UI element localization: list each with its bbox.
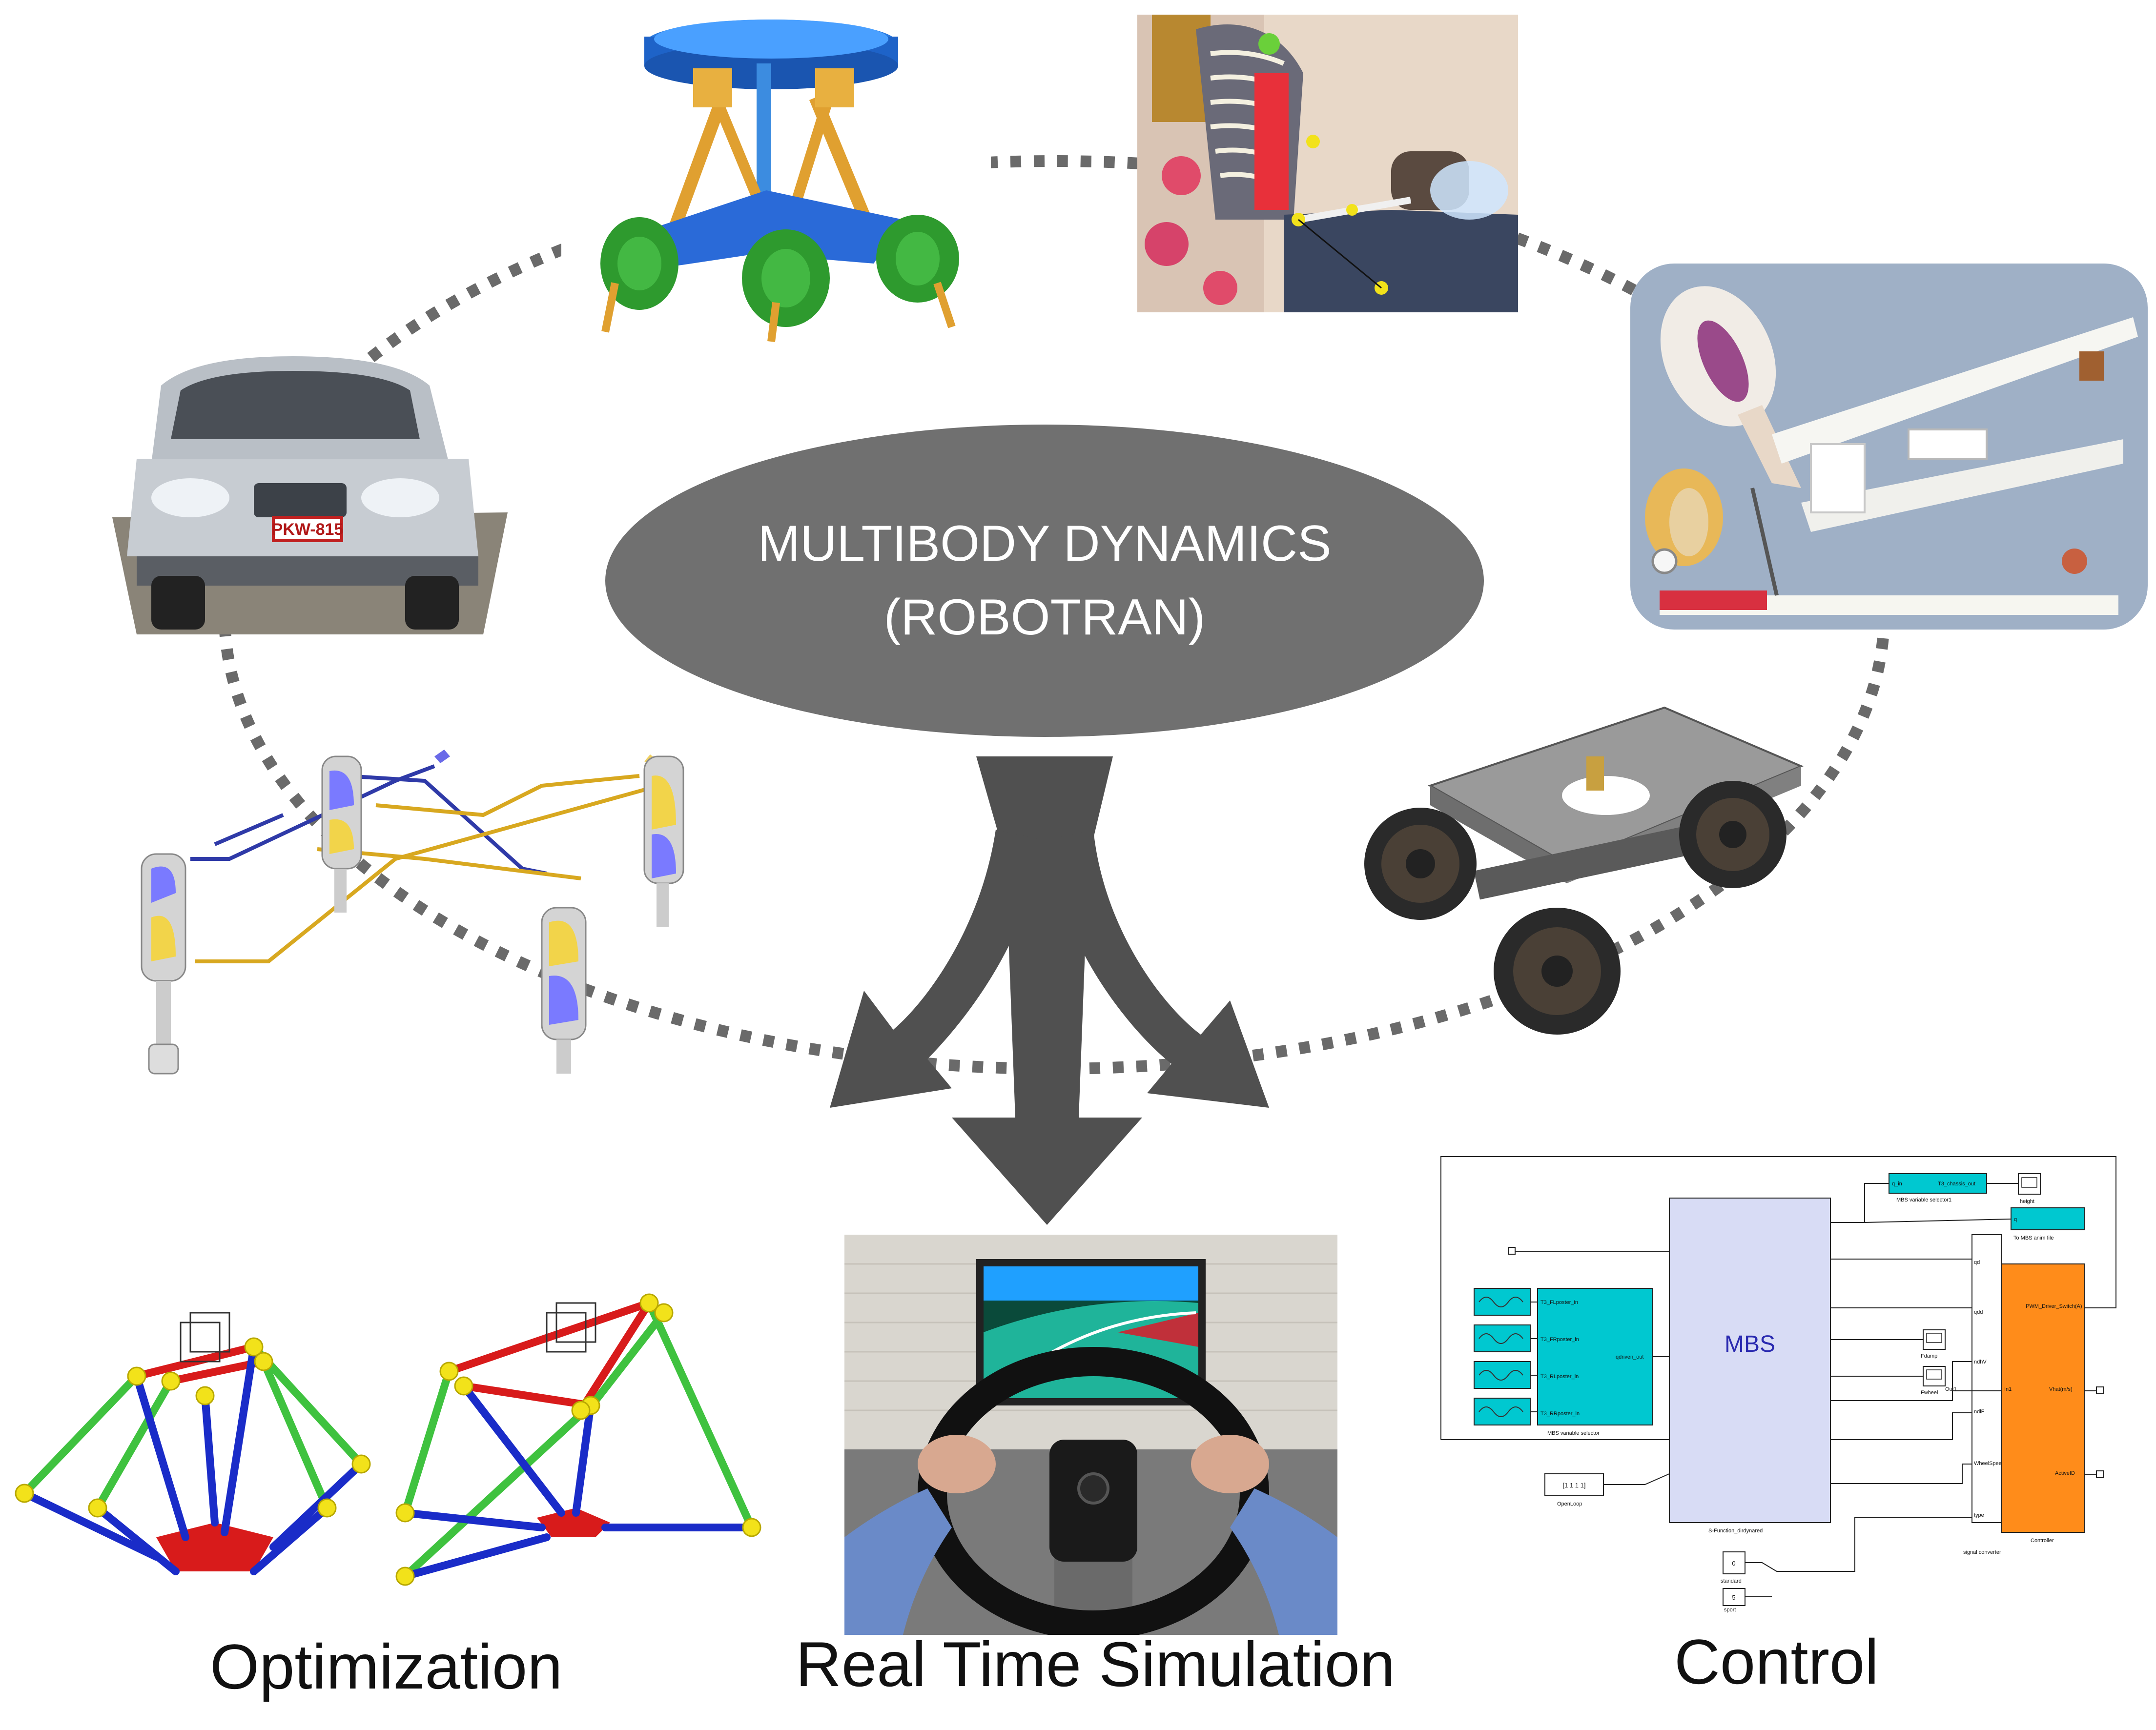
caption-optimization: Optimization: [210, 1631, 563, 1702]
selector1-input: q_in: [1892, 1181, 1902, 1187]
standard-constant: 0 standard: [1721, 1551, 1745, 1584]
standard-caption: standard: [1721, 1578, 1742, 1584]
mechanism-left: [15, 1312, 371, 1575]
height-label: height: [2020, 1199, 2034, 1204]
anim-file-block: q To MBS anim file: [2011, 1207, 2085, 1241]
biomechanics-photo: [1137, 15, 1518, 312]
center-title: MULTIBODY DYNAMICS (ROBOTRAN): [605, 429, 1484, 732]
selector1-output: T3_chassis_out: [1938, 1181, 1975, 1187]
selector-port-2: T3_FRposter_in: [1540, 1337, 1579, 1343]
sport-constant: 5 sport: [1723, 1588, 1745, 1613]
license-plate-text: PKW-815: [272, 520, 344, 539]
mechanism-right: [395, 1293, 761, 1586]
selector-port-3: T3_RLposter_in: [1540, 1374, 1579, 1380]
controller-caption: Controller: [2031, 1538, 2054, 1544]
openloop-value: [1 1 1 1]: [1563, 1482, 1586, 1489]
hydraulic-suspension-image: [141, 750, 684, 1075]
strut-4: [643, 755, 684, 927]
center-title-line2: (ROBOTRAN): [883, 589, 1206, 646]
strut-1: [141, 853, 186, 1075]
controller-input: In1: [2004, 1386, 2012, 1392]
anim-input: q: [2014, 1217, 2017, 1222]
controller-block: In1 PWM_Driver_Switch(A) Vhat(m/s) Activ…: [2001, 1263, 2085, 1544]
fdamp-scope: Fdamp: [1921, 1329, 1946, 1359]
bogie-wheel: [1494, 908, 1621, 1035]
car-photo: PKW-815: [112, 356, 508, 634]
mbs-block-label: MBS: [1725, 1331, 1775, 1357]
bogie-wheel: [1679, 781, 1786, 888]
fwheel-label: Fwheel: [1921, 1390, 1938, 1396]
converter-caption: signal converter: [1963, 1549, 2001, 1555]
mbs-block: MBS S-Function_dirdynared: [1669, 1198, 1831, 1534]
mbs-variable-selector1: q_in T3_chassis_out MBS variable selecto…: [1889, 1173, 1987, 1203]
railway-bogie-image: [1364, 706, 1804, 1035]
selector-output: qdriven_out: [1616, 1354, 1644, 1360]
selector-port-4: T3_RRposter_in: [1540, 1411, 1580, 1417]
sport-caption: sport: [1724, 1607, 1736, 1613]
anim-caption: To MBS anim file: [2013, 1235, 2054, 1241]
sine-sources: [1474, 1288, 1531, 1425]
mbs-variable-selector: T3_FLposter_in T3_FRposter_in T3_RLposte…: [1537, 1288, 1653, 1436]
controller-port-2: Vhat(m/s): [2049, 1386, 2073, 1392]
selector1-caption: MBS variable selector1: [1896, 1197, 1951, 1203]
sport-value: 5: [1732, 1594, 1735, 1601]
center-title-line1: MULTIBODY DYNAMICS: [758, 515, 1332, 572]
converter-port-2: qdd: [1974, 1309, 1983, 1315]
bogie-wheel: [1364, 808, 1477, 920]
selector-caption: MBS variable selector: [1547, 1430, 1600, 1436]
converter-port-1: qd: [1974, 1260, 1980, 1265]
fdamp-label: Fdamp: [1921, 1353, 1937, 1359]
caption-control: Control: [1674, 1626, 1879, 1697]
standard-value: 0: [1732, 1560, 1735, 1567]
converter-output: Out1: [1945, 1386, 1957, 1392]
controller-port-3: ActiveID: [2055, 1470, 2075, 1476]
controller-port-1: PWM_Driver_Switch(A): [2026, 1303, 2082, 1309]
simulink-diagram: T3_FLposter_in T3_FRposter_in T3_RLposte…: [1440, 1152, 2118, 1613]
parallel-robot-image: [561, 10, 991, 346]
optimization-mechanisms: [15, 1293, 761, 1586]
converter-port-3: ndhV: [1974, 1359, 1987, 1365]
caption-real-time-simulation: Real Time Simulation: [796, 1628, 1396, 1700]
sfunction-caption: S-Function_dirdynared: [1708, 1528, 1763, 1534]
selector-port-1: T3_FLposter_in: [1540, 1300, 1578, 1305]
license-plate: [272, 516, 343, 542]
openloop-constant: [1 1 1 1] OpenLoop: [1544, 1473, 1604, 1507]
height-scope: height: [2018, 1173, 2041, 1204]
converter-port-4: ndlF: [1974, 1409, 1985, 1415]
driving-simulator-photo: [844, 1235, 1337, 1635]
converter-port-6: type: [1974, 1512, 1984, 1518]
piano-mechanism-image: [1630, 264, 2148, 630]
openloop-caption: OpenLoop: [1557, 1501, 1582, 1507]
fwheel-scope: Fwheel: [1921, 1366, 1946, 1396]
converter-port-5: WheelSpeed: [1974, 1461, 2005, 1466]
strut-3: [541, 907, 587, 1074]
strut-2: [321, 755, 362, 913]
